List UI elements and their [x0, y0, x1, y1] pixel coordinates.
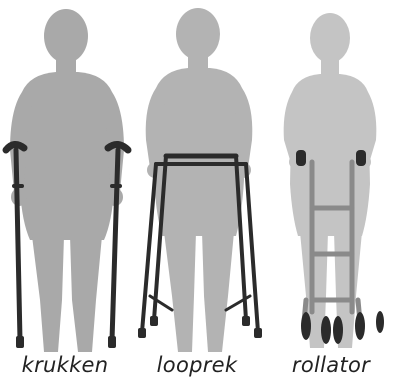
- person-with-walker-icon: [138, 8, 262, 352]
- person-with-rollator-icon: [284, 13, 384, 348]
- caption-rollator: rollator: [268, 350, 394, 380]
- caption-crutches: krukken: [0, 350, 130, 380]
- caption-walking-frame: looprek: [132, 350, 262, 380]
- person-with-crutches-icon: [6, 9, 128, 352]
